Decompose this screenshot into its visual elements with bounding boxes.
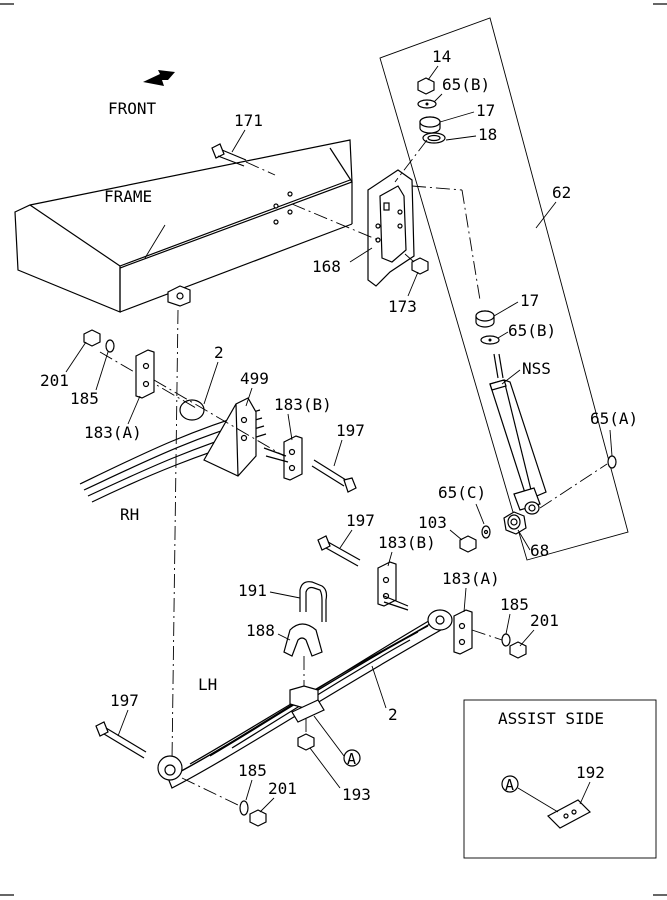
assist-side-label: ASSIST SIDE <box>498 709 604 728</box>
nss-label: NSS <box>522 359 551 378</box>
lh-label: LH <box>198 675 217 694</box>
lh-spring <box>157 609 453 789</box>
callout-17-mid: 17 <box>520 291 539 310</box>
pad-188 <box>283 623 323 657</box>
callout-14: 14 <box>432 47 451 66</box>
corner-marks <box>0 3 667 896</box>
callout-65a: 65(A) <box>590 409 638 428</box>
rh-bolt-197 <box>311 459 357 493</box>
callout-197-lh-bottom: 197 <box>110 691 139 710</box>
callout-2-rh: 2 <box>214 343 224 362</box>
bushing-68 <box>503 511 527 535</box>
callout-193: 193 <box>342 785 371 804</box>
lh-shackle-183b <box>377 561 409 611</box>
callout-68: 68 <box>530 541 549 560</box>
callout-192: 192 <box>576 763 605 782</box>
shock-absorber <box>489 353 547 515</box>
callout-185-rh: 185 <box>70 389 99 408</box>
callout-191: 191 <box>238 581 267 600</box>
frame-axle-centerline <box>171 309 179 761</box>
washer-65a <box>539 455 617 509</box>
lh-bolt-197-bottom <box>95 721 147 759</box>
callout-183a-lh: 183(A) <box>442 569 500 588</box>
callout-201-lh-right: 201 <box>530 611 559 630</box>
shock-mid-hardware <box>475 310 500 345</box>
front-arrow <box>143 70 175 86</box>
bolt-171 <box>211 143 276 176</box>
callout-2-lh: 2 <box>388 705 398 724</box>
shock-bracket-168 <box>291 169 415 287</box>
rh-nut-201 <box>83 329 115 353</box>
rh-bracket-499 <box>203 397 257 477</box>
front-label: FRONT <box>108 99 157 118</box>
nut-193 <box>297 718 315 751</box>
nut-103 <box>459 535 477 553</box>
callout-188: 188 <box>246 621 275 640</box>
lh-washer-185-bottom <box>239 800 249 816</box>
callout-183b-lh: 183(B) <box>378 533 436 552</box>
callout-201-rh: 201 <box>40 371 69 390</box>
callout-103: 103 <box>418 513 447 532</box>
callout-171: 171 <box>234 111 263 130</box>
callout-65c: 65(C) <box>438 483 486 502</box>
callout-197-lh-top: 197 <box>346 511 375 530</box>
callout-65b-top: 65(B) <box>442 75 490 94</box>
callout-17-top: 17 <box>476 101 495 120</box>
callout-197-rh: 197 <box>336 421 365 440</box>
frame-rail <box>14 139 353 313</box>
lh-bolt-197-top <box>317 535 361 567</box>
callout-185-lh-right: 185 <box>500 595 529 614</box>
callout-168: 168 <box>312 257 341 276</box>
callout-185-lh-bottom: 185 <box>238 761 267 780</box>
lh-nut-201-bottom <box>249 809 267 827</box>
inset-circle-a: A <box>505 776 514 794</box>
rh-shackle-183a <box>135 349 155 399</box>
shock-top-hardware <box>394 77 446 183</box>
shock-axis-line <box>411 185 463 191</box>
washer-65c <box>481 525 491 539</box>
callout-173: 173 <box>388 297 417 316</box>
callout-65b-mid: 65(B) <box>508 321 556 340</box>
lh-washer-185-right <box>471 629 511 647</box>
shock-assembly-outline <box>379 17 629 561</box>
rh-label: RH <box>120 505 139 524</box>
rh-shackle-183b <box>263 435 303 481</box>
u-bolt-191 <box>299 581 328 622</box>
callout-183a-rh: 183(A) <box>84 423 142 442</box>
callout-183b-rh: 183(B) <box>274 395 332 414</box>
lh-shackle-183a <box>453 609 473 655</box>
svg-text:A: A <box>347 750 356 768</box>
frame-label: FRAME <box>104 187 152 206</box>
callout-201-lh-bottom: 201 <box>268 779 297 798</box>
circle-a-marker: A <box>313 715 361 768</box>
callout-62: 62 <box>552 183 571 202</box>
assist-side-inset <box>463 699 657 859</box>
nut-173 <box>404 253 429 275</box>
callout-18: 18 <box>478 125 497 144</box>
callout-499: 499 <box>240 369 269 388</box>
lh-nut-201-right <box>509 641 527 659</box>
